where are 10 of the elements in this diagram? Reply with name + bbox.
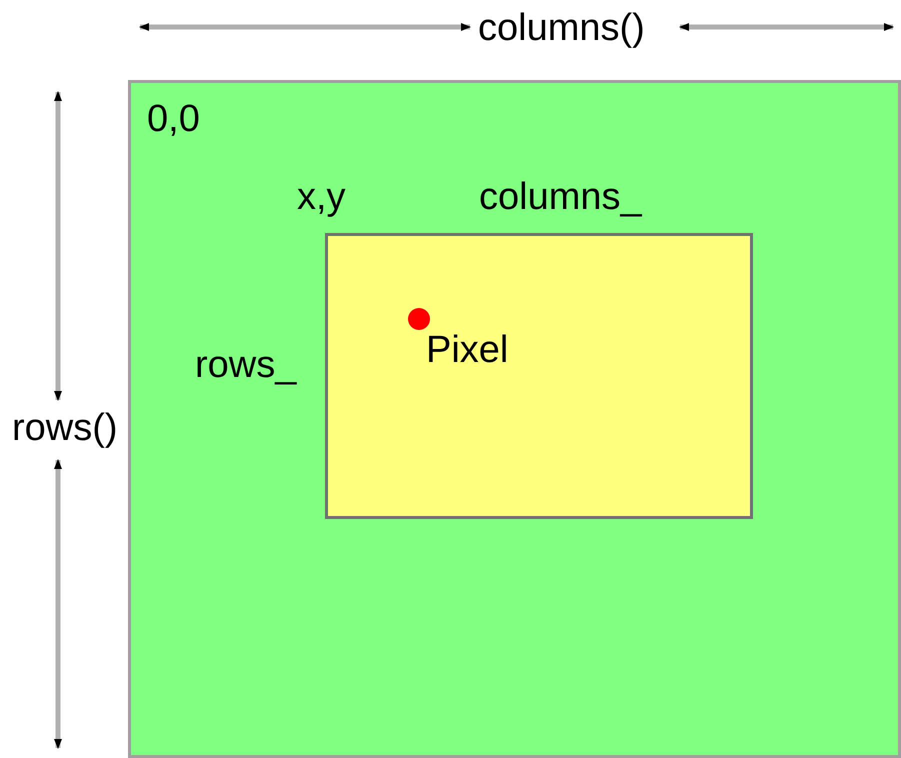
corner-label: 0,0 — [147, 99, 200, 139]
pixel-dot — [408, 308, 430, 330]
dimension-label: Pixel — [426, 330, 508, 370]
dimension-label: columns() — [478, 8, 645, 48]
dimension-label: rows() — [12, 408, 118, 448]
dimension-label: x,y — [297, 177, 346, 217]
dimension-label: columns_ — [479, 177, 642, 217]
region-box — [325, 233, 753, 519]
dimension-label: rows_ — [195, 345, 296, 385]
image-area — [128, 80, 901, 758]
